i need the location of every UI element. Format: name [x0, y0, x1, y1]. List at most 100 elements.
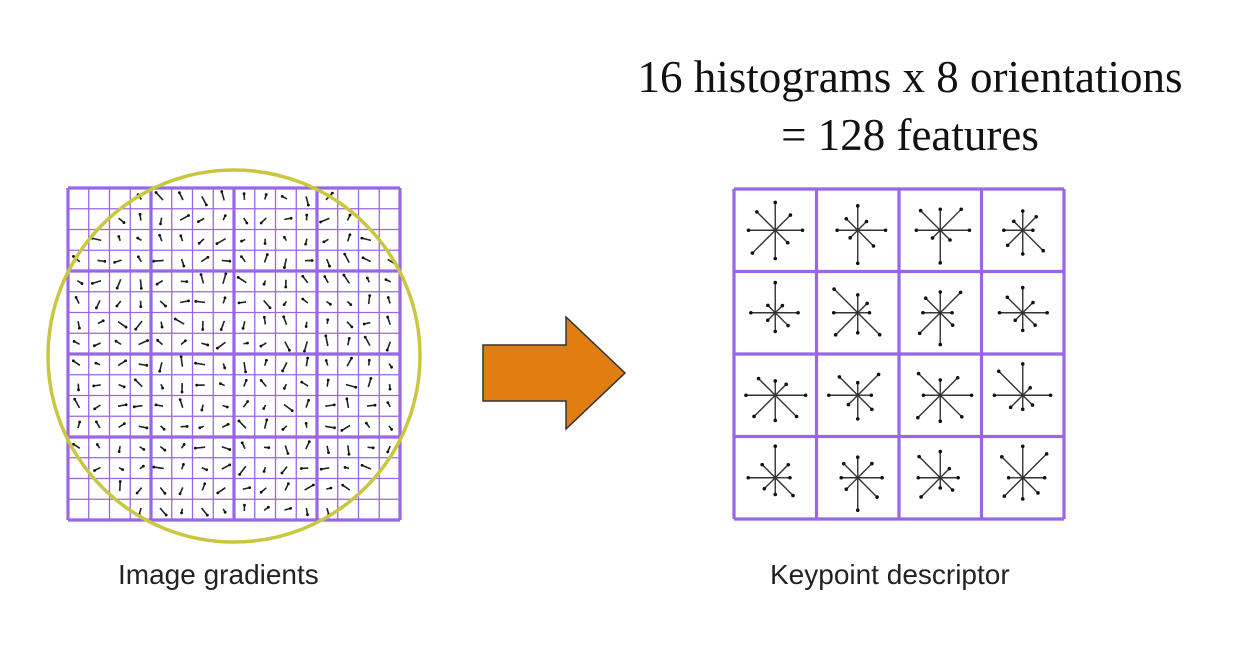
gradient-arrow: [179, 214, 189, 221]
gradient-arrow-tip: [324, 334, 328, 338]
gradient-arrow: [237, 276, 247, 284]
gradient-arrow-tip: [365, 276, 369, 280]
orientation-histogram: [914, 207, 972, 265]
orientation-bin-arrow: [857, 463, 873, 479]
gradient-arrow-tip: [198, 426, 202, 430]
gradient-arrow: [243, 362, 247, 372]
gradient-arrow-tip: [301, 274, 305, 278]
gradient-arrow-tip: [349, 303, 353, 307]
orientation-bin-tip: [844, 487, 849, 491]
orientation-bin-arrow: [939, 312, 954, 326]
gradient-arrow: [346, 357, 353, 367]
gradient-arrow-tip: [215, 242, 219, 246]
gradient-arrow-tip: [180, 390, 184, 394]
gradient-arrow-tip: [304, 242, 308, 246]
gradient-arrow-tip: [93, 407, 97, 411]
orientation-bin-tip: [1020, 328, 1025, 333]
orientation-bin-tip: [955, 375, 960, 380]
orientation-bin-arrow: [939, 291, 962, 314]
gradient-arrow-tip: [245, 221, 249, 225]
orientation-bin-arrow: [857, 229, 874, 247]
orientation-bin-arrow: [774, 464, 789, 479]
orientation-bin-tip: [796, 310, 800, 315]
orientation-bin-tip: [950, 323, 955, 327]
gradient-arrow-tip: [286, 452, 290, 455]
orientation-bin-arrow: [835, 312, 859, 336]
orientation-bin-tip: [788, 475, 792, 480]
gradient-arrow-tip: [267, 446, 271, 450]
orientation-bin-tip: [921, 393, 926, 398]
orientation-bin-tip: [917, 331, 922, 336]
orientation-bin-tip: [919, 495, 923, 499]
orientation-bin-tip: [848, 236, 852, 240]
orientation-bin-arrow: [918, 456, 941, 479]
orientation-bin-tip: [766, 303, 770, 308]
gradient-arrow-tip: [236, 276, 240, 279]
orientation-bin-tip: [1005, 295, 1010, 300]
gradient-arrow: [325, 425, 335, 429]
gradient-arrow-tip: [124, 403, 128, 407]
gradient-arrow: [158, 362, 163, 372]
gradient-arrow-tip: [282, 386, 286, 390]
orientation-bin-arrow: [939, 468, 950, 479]
orientation-bin-tip: [831, 310, 836, 315]
gradient-arrow: [362, 257, 371, 263]
orientation-bin-tip: [938, 449, 943, 454]
orientation-bin-tip: [923, 296, 928, 301]
orientation-bin-arrow: [857, 312, 881, 336]
orientation-bin-tip: [746, 475, 751, 480]
gradient-arrow: [159, 507, 167, 516]
orientation-bin-tip: [938, 486, 943, 490]
gradient-arrow-tip: [238, 472, 242, 476]
orientation-bin-arrow: [939, 229, 951, 241]
gradient-arrow-tip: [196, 220, 200, 224]
orientation-bin-tip: [1020, 252, 1025, 256]
gradient-arrow-tip: [303, 349, 306, 353]
gradient-arrow-tip: [367, 358, 371, 362]
gaussian-window-circle: [46, 168, 422, 544]
gradient-arrow-tip: [246, 341, 249, 345]
orientation-bin-tip: [1028, 386, 1032, 390]
title-line-2: = 128 features: [781, 110, 1039, 160]
gradient-arrow-tip: [343, 252, 347, 256]
gradient-arrow-tip: [259, 379, 263, 382]
orientation-histogram: [749, 280, 800, 334]
gradient-arrow: [281, 362, 288, 372]
orientation-bin-tip: [1044, 452, 1049, 456]
orientation-bin-tip: [918, 208, 923, 213]
orientation-bin-tip: [1020, 444, 1025, 449]
gradient-arrow-tip: [205, 468, 209, 472]
gradient-arrow-tip: [386, 450, 390, 454]
orientation-bin-tip: [1013, 318, 1018, 323]
gradient-arrow-tip: [386, 315, 390, 319]
gradient-arrow-tip: [117, 450, 121, 454]
gradient-arrow-tip: [92, 384, 96, 388]
orientation-bin-tip: [967, 228, 972, 233]
gradient-arrow-tip: [240, 239, 243, 243]
gradient-arrow-tip: [103, 259, 107, 263]
gradient-arrow-tip: [281, 428, 285, 431]
gradient-arrow-tip: [80, 282, 84, 285]
gradient-arrow-tip: [354, 385, 358, 389]
orientation-bin-tip: [958, 290, 963, 295]
orientation-bin-tip: [877, 332, 882, 337]
gradient-arrow-tip: [319, 467, 323, 471]
gradient-arrow: [200, 274, 205, 284]
orientation-bin-tip: [791, 493, 795, 498]
title-line-1: 16 histograms x 8 orientations: [637, 52, 1183, 102]
orientation-bin-tip: [780, 303, 785, 308]
gradient-arrow-tip: [71, 359, 75, 363]
keypoint-descriptor-caption: Keypoint descriptor: [770, 559, 1010, 590]
gradient-arrow-tip: [155, 282, 159, 286]
gradient-arrow-tip: [220, 190, 224, 193]
gradient-arrow-tip: [223, 296, 227, 300]
orientation-bin-tip: [773, 492, 778, 497]
gradient-arrow-tip: [195, 383, 199, 387]
orientation-histogram: [916, 371, 974, 424]
orientation-bin-tip: [773, 329, 778, 334]
orientation-bin-tip: [876, 372, 881, 377]
gradient-arrow-tip: [72, 340, 76, 343]
orientation-bin-tip: [1034, 214, 1039, 219]
gradient-arrow-tip: [390, 428, 394, 431]
orientation-bin-tip: [1008, 405, 1013, 410]
